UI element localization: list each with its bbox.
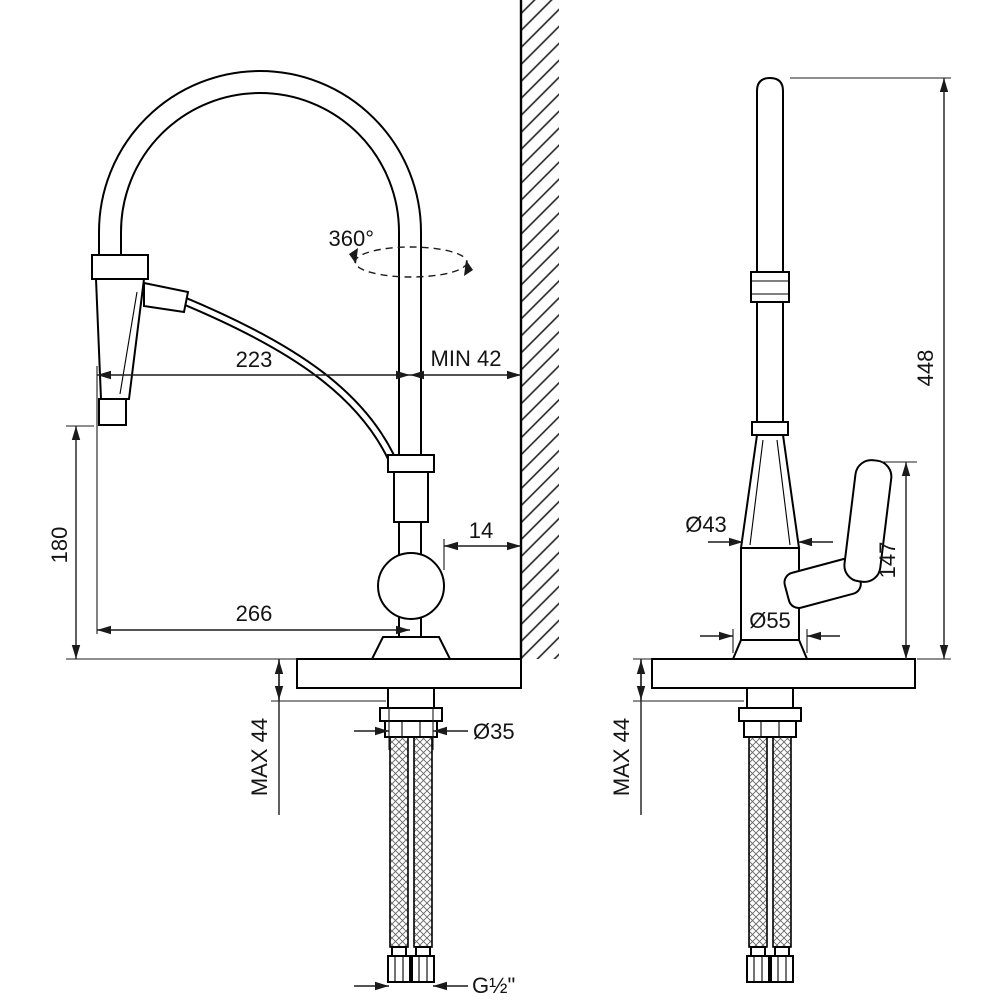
supply-hose <box>772 736 792 948</box>
body-ring <box>751 421 789 436</box>
mounting-shank <box>387 687 435 709</box>
dim-body-diameter: Ø43 <box>685 512 727 537</box>
mounting-nut <box>743 720 797 738</box>
base-flange-right <box>731 639 809 660</box>
dim-shank-diameter: Ø35 <box>473 719 515 744</box>
front-view <box>651 76 916 983</box>
dim-min-wall-clearance: MIN 42 <box>431 346 502 371</box>
dim-hose-thread: G½" <box>472 973 515 998</box>
pullout-hose <box>177 295 404 481</box>
supply-hose <box>389 736 409 948</box>
spout-pipe <box>756 301 784 423</box>
rotation-indicator: 360° <box>328 226 473 278</box>
dim-base-diameter: Ø55 <box>749 608 791 633</box>
dim-overall-height: 448 <box>913 350 938 387</box>
wall <box>519 0 559 659</box>
body-cone <box>739 434 801 549</box>
rotation-arrow-icon <box>464 260 473 276</box>
mounting-washer <box>738 707 802 722</box>
spray-nozzle <box>98 398 127 426</box>
spray-head <box>91 254 190 426</box>
rotation-arrow-icon <box>349 248 358 264</box>
dim-spout-height: 180 <box>47 527 72 564</box>
hose-fitting <box>770 955 794 983</box>
dim-spout-reach: 223 <box>236 347 273 372</box>
spout-collar <box>750 271 790 303</box>
under-counter-right <box>738 687 802 983</box>
side-view: 360° <box>91 70 522 983</box>
hose-fitting <box>411 955 435 983</box>
body-ball <box>377 552 445 620</box>
supply-hose <box>413 736 433 948</box>
spray-head-bracket <box>143 281 190 314</box>
body-fitting <box>393 471 429 523</box>
handle-lever <box>843 459 893 583</box>
base-flange-left <box>370 636 452 660</box>
spout-column <box>756 76 784 273</box>
dimensions-side-view: 223 MIN 42 180 266 14 MAX 44 Ø35 G½" <box>47 346 521 998</box>
dim-max-mount-thickness: MAX 44 <box>247 718 272 796</box>
hose-inlet-fitting <box>387 454 435 473</box>
countertop-left <box>296 658 522 689</box>
hose-fitting <box>387 955 411 983</box>
mounting-nut <box>384 720 438 738</box>
dimensions-front-view: 448 147 Ø43 Ø55 MAX 44 <box>609 77 951 815</box>
dim-body-to-wall: 14 <box>469 518 493 543</box>
spray-head-body <box>94 278 146 400</box>
mounting-shank <box>746 687 794 709</box>
rotation-label: 360° <box>328 226 374 251</box>
countertop-right <box>651 658 916 689</box>
under-counter-left <box>379 687 443 983</box>
dim-max-mount-thickness: MAX 44 <box>609 718 634 796</box>
spout-arch <box>98 70 422 258</box>
dim-handle-height: 147 <box>875 542 900 579</box>
wall-hatch <box>521 0 559 659</box>
supply-hose <box>748 736 768 948</box>
dim-overall-reach: 266 <box>236 601 273 626</box>
hose-fitting <box>746 955 770 983</box>
spray-head-collar <box>91 254 149 280</box>
